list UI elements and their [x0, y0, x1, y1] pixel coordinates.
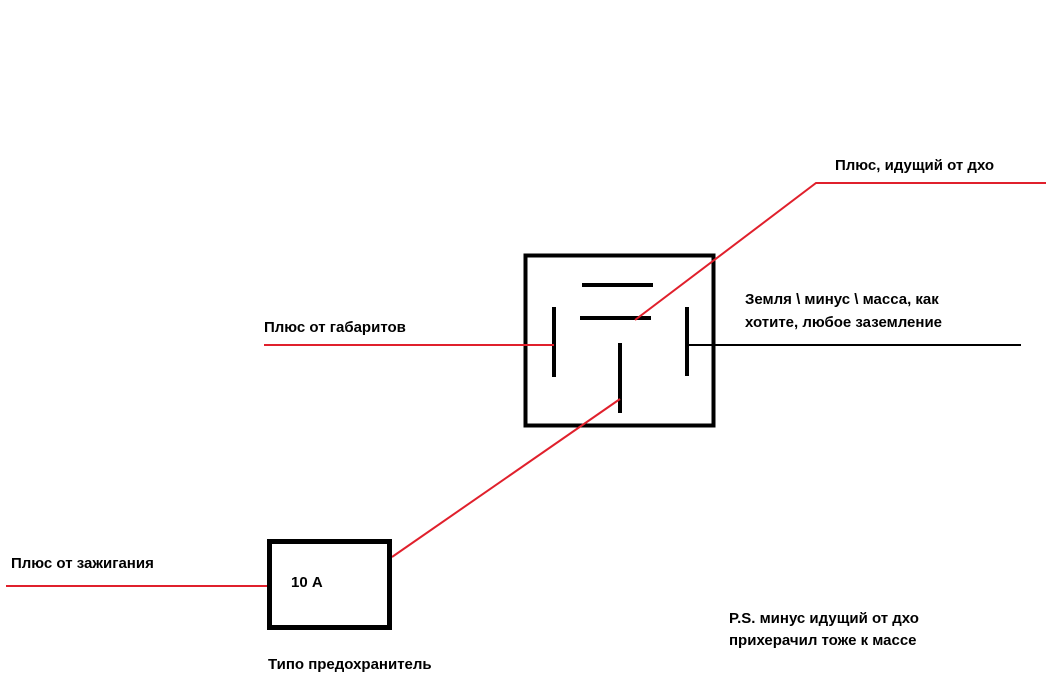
fuse-body [267, 539, 392, 630]
label-fuse-rating: 10 А [291, 574, 323, 591]
label-parking-plus: Плюс от габаритов [264, 319, 406, 336]
label-ignition-plus: Плюс от зажигания [11, 555, 154, 572]
label-fuse-caption: Типо предохранитель [268, 656, 432, 673]
wire-fuse-to-relay [391, 398, 621, 558]
label-ps-line1: P.S. минус идущий от дхо [729, 610, 919, 627]
label-ps-line2: прихерачил тоже к массе [729, 632, 917, 649]
relay-body [523, 253, 716, 428]
label-ground-line2: хотите, любое заземление [745, 314, 943, 331]
wire-drl-plus [634, 182, 1046, 321]
label-ground-line1: Земля \ минус \ масса, как [745, 291, 939, 308]
label-drl-plus: Плюс, идущий от дхо [835, 157, 995, 174]
